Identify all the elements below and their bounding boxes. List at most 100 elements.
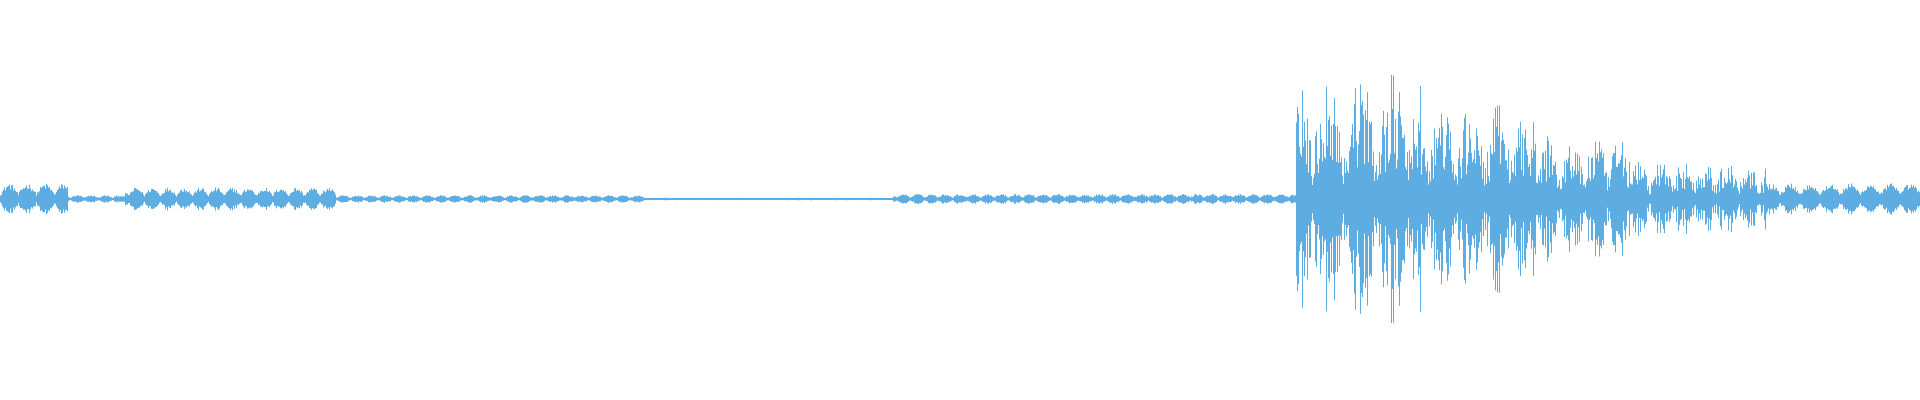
waveform-sample <box>1278 195 1279 203</box>
waveform-sample <box>1485 168 1486 230</box>
waveform-sample <box>881 197 882 201</box>
waveform-sample <box>545 197 546 201</box>
waveform-sample <box>863 198 864 200</box>
waveform-sample <box>260 191 261 207</box>
waveform-sample <box>1346 161 1347 237</box>
waveform-sample <box>1260 197 1261 201</box>
waveform-sample <box>384 195 385 203</box>
waveform-sample <box>691 197 692 201</box>
waveform-sample <box>1414 143 1415 255</box>
waveform-sample <box>624 195 625 203</box>
waveform-sample <box>1805 190 1806 208</box>
waveform-sample <box>421 197 422 201</box>
waveform-sample <box>997 195 998 203</box>
waveform-sample <box>492 196 493 202</box>
waveform-sample <box>1652 185 1653 213</box>
waveform-sample <box>422 197 423 201</box>
waveform-sample <box>38 192 39 206</box>
waveform-sample <box>1145 196 1146 202</box>
waveform-sample <box>644 198 645 200</box>
waveform-sample <box>493 196 494 202</box>
waveform-sample <box>1234 196 1235 202</box>
waveform-sample <box>317 193 318 205</box>
waveform-sample <box>973 194 974 203</box>
waveform-sample <box>894 196 895 202</box>
waveform-sample <box>1560 189 1561 209</box>
waveform-sample <box>999 195 1000 203</box>
waveform-sample <box>613 196 614 201</box>
waveform-sample <box>543 196 544 202</box>
waveform-sample <box>1860 195 1861 203</box>
waveform-sample <box>938 197 939 201</box>
waveform-sample <box>1223 194 1224 204</box>
waveform-sample <box>567 195 568 203</box>
waveform-sample <box>1660 164 1661 233</box>
waveform-sample <box>792 198 793 200</box>
waveform-sample <box>1803 189 1804 209</box>
waveform-sample <box>473 197 474 201</box>
waveform-sample <box>70 198 71 200</box>
waveform-sample <box>1812 188 1813 210</box>
waveform-sample <box>1870 185 1871 213</box>
waveform-sample <box>1373 151 1374 247</box>
waveform-sample <box>165 189 166 210</box>
waveform-sample <box>802 198 803 200</box>
waveform-sample <box>1232 197 1233 201</box>
waveform-sample <box>1135 196 1136 202</box>
waveform-sample <box>531 197 532 201</box>
waveform-sample <box>949 196 950 202</box>
waveform-sample <box>1566 159 1567 239</box>
waveform-sample <box>1781 192 1782 207</box>
waveform-sample <box>1037 196 1038 202</box>
waveform-sample <box>1671 186 1672 212</box>
waveform-sample <box>4 187 5 211</box>
waveform-sample <box>1586 181 1587 217</box>
waveform-sample <box>1128 194 1129 204</box>
waveform-sample <box>977 196 978 202</box>
waveform-sample <box>1833 189 1834 210</box>
waveform-sample <box>153 189 154 210</box>
waveform-sample <box>1790 188 1791 210</box>
waveform-sample <box>724 198 725 200</box>
waveform-sample <box>1613 152 1614 246</box>
waveform-sample <box>370 196 371 202</box>
waveform-sample <box>466 196 467 202</box>
waveform-sample <box>1189 196 1190 202</box>
waveform-sample <box>1771 189 1772 209</box>
waveform-sample <box>18 194 19 204</box>
waveform-sample <box>1908 189 1909 209</box>
waveform-sample <box>1482 178 1483 220</box>
waveform-sample <box>1275 196 1276 202</box>
waveform-sample <box>399 195 400 203</box>
waveform-sample <box>1844 190 1845 208</box>
waveform-sample <box>239 194 240 204</box>
waveform-sample <box>1067 196 1068 202</box>
waveform-sample <box>503 197 504 201</box>
waveform-sample <box>569 196 570 202</box>
waveform-sample <box>1317 163 1318 235</box>
waveform-sample <box>750 198 751 200</box>
waveform-sample <box>1241 195 1242 203</box>
waveform-sample <box>1550 155 1551 243</box>
waveform-sample <box>709 198 710 200</box>
waveform-sample <box>1749 175 1750 223</box>
waveform-sample <box>1604 175 1605 223</box>
waveform-sample <box>1515 176 1516 222</box>
waveform-sample <box>591 196 592 202</box>
waveform-sample <box>676 197 677 201</box>
waveform-sample <box>1416 146 1417 252</box>
waveform-sample <box>350 197 351 201</box>
waveform-sample <box>402 196 403 202</box>
waveform-sample <box>784 198 785 200</box>
waveform-sample <box>1685 178 1686 220</box>
waveform-sample <box>67 186 68 212</box>
waveform-sample <box>99 197 100 201</box>
waveform-sample <box>605 196 606 202</box>
waveform-sample <box>297 189 298 209</box>
waveform-sample <box>1656 184 1657 214</box>
waveform-sample <box>1288 197 1289 201</box>
waveform-sample <box>785 197 786 201</box>
waveform-sample <box>933 195 934 203</box>
waveform-sample <box>1901 192 1902 206</box>
waveform-sample <box>1879 193 1880 205</box>
